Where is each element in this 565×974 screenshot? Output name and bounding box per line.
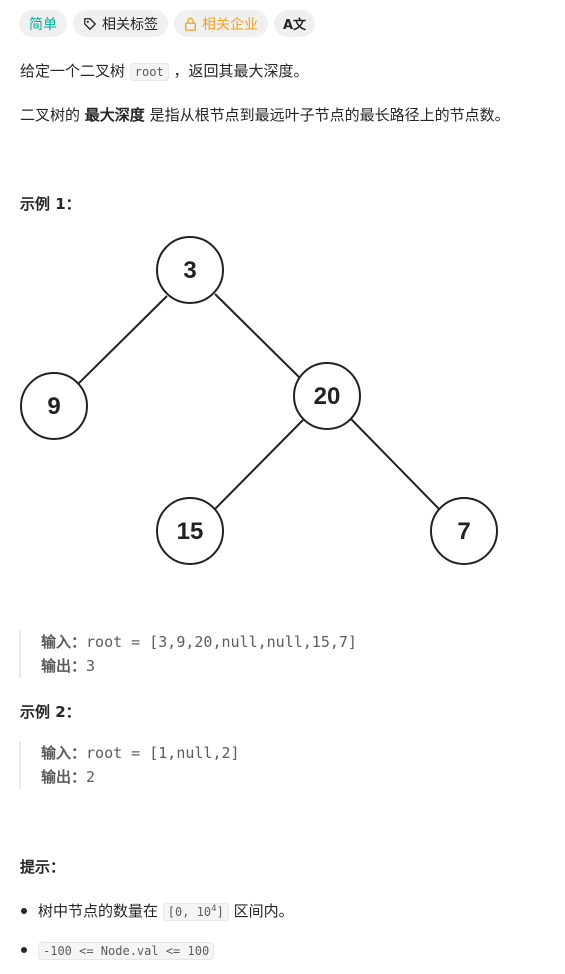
tree-node-label: 20 (314, 383, 341, 410)
companies-tag-label: 相关企业 (202, 16, 258, 33)
tag-icon (84, 17, 96, 30)
tree-node-circle (430, 497, 498, 565)
difficulty-label: 简单 (29, 16, 57, 33)
topics-tag-label: 相关标签 (102, 16, 158, 33)
list-item: -100 <= Node.val <= 100 (20, 939, 294, 962)
tree-node-circle (293, 362, 361, 430)
constraint-text: 树中节点的数量在 (38, 902, 163, 920)
input-value: root = [3,9,20,null,null,15,7] (86, 633, 357, 651)
example-2-io-block: 输入：root = [1,null,2] 输出：2 (19, 741, 240, 789)
code-superscript: 4 (211, 904, 217, 914)
input-label: 输入： (41, 744, 87, 762)
companies-tag-button[interactable]: 相关企业 (174, 10, 268, 37)
example-1-io-block: 输入：root = [3,9,20,null,null,15,7] 输出：3 (19, 630, 357, 678)
code-text: [0, 10 (167, 905, 212, 919)
description-paragraph-2: 二叉树的 最大深度 是指从根节点到最远叶子节点的最长路径上的节点数。 (20, 104, 510, 126)
desc-text: 二叉树的 (20, 106, 85, 124)
tree-node-circle (156, 497, 224, 565)
topics-tag-button[interactable]: 相关标签 (73, 10, 168, 37)
desc-text: 是指从根节点到最远叶子节点的最长路径上的节点数。 (144, 106, 510, 124)
input-label: 输入： (41, 633, 87, 651)
constraints-list: 树中节点的数量在 [0, 104] 区间内。 -100 <= Node.val … (20, 900, 294, 962)
tree-node-circle (20, 372, 88, 440)
example-2-title: 示例 2： (20, 703, 81, 721)
desc-text: 给定一个二叉树 (20, 62, 130, 80)
translate-icon: A文 (283, 18, 307, 33)
code-text: ] (216, 905, 224, 919)
output-value: 3 (86, 657, 96, 675)
input-value: root = [1,null,2] (86, 744, 240, 762)
translate-button[interactable]: A文 (274, 10, 316, 37)
inline-code-range: [0, 104] (162, 903, 229, 921)
lock-icon (185, 17, 196, 31)
hints-title: 提示： (20, 858, 66, 876)
output-label: 输出： (41, 768, 87, 786)
tree-edge (77, 295, 168, 385)
tree-edge (350, 418, 441, 511)
tree-edge (213, 419, 304, 511)
tree-edge (214, 293, 303, 381)
tree-node-label: 7 (457, 518, 470, 545)
difficulty-badge[interactable]: 简单 (19, 10, 67, 37)
description-paragraph-1: 给定一个二叉树 root ，返回其最大深度。 (20, 60, 308, 83)
output-label: 输出： (41, 657, 87, 675)
tree-node-circle (156, 236, 224, 304)
output-value: 2 (86, 768, 96, 786)
inline-code-node-val: -100 <= Node.val <= 100 (38, 942, 215, 960)
tree-node-label: 9 (47, 393, 60, 420)
example-1-tree-diagram: 3 9 20 15 7 (20, 236, 498, 565)
tree-node-label: 15 (177, 518, 204, 545)
list-item: 树中节点的数量在 [0, 104] 区间内。 (20, 900, 294, 923)
desc-bold-term: 最大深度 (84, 106, 145, 124)
inline-code-root: root (129, 63, 169, 81)
example-1-title: 示例 1： (20, 195, 81, 213)
tree-node-label: 3 (183, 257, 196, 284)
tag-bar: 简单 相关标签 相关企业 A文 (19, 10, 316, 37)
constraint-text: 区间内。 (228, 902, 294, 920)
desc-text: ，返回其最大深度。 (168, 62, 309, 80)
